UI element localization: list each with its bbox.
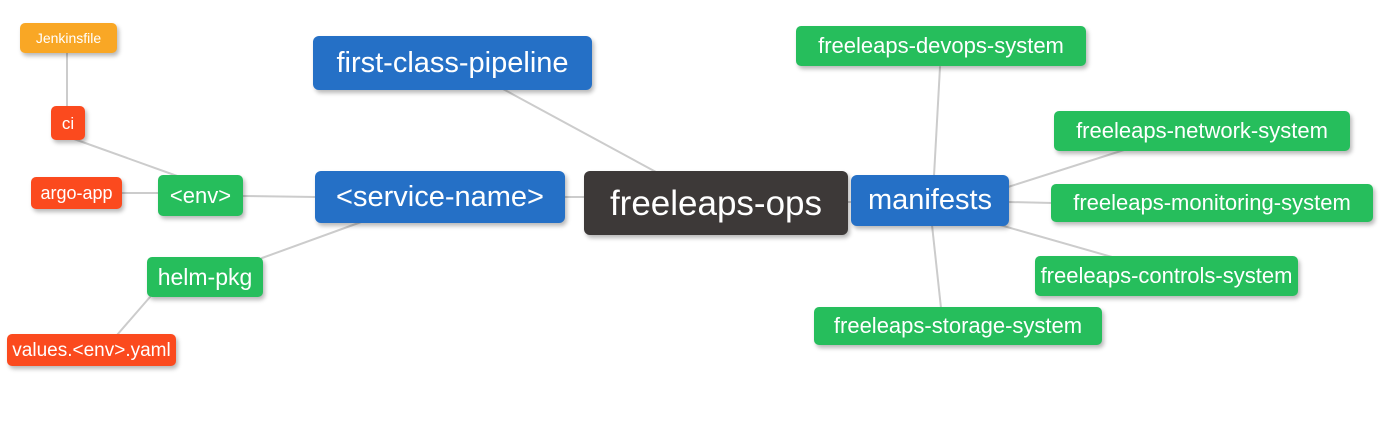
edge-values-helmpkg bbox=[116, 296, 151, 336]
edge-manifests-monitoring bbox=[1007, 201, 1054, 204]
node-env[interactable]: <env> bbox=[158, 175, 243, 216]
edge-manifests-storage bbox=[931, 224, 942, 309]
node-storage-system[interactable]: freeleaps-storage-system bbox=[814, 307, 1102, 345]
node-devops-system[interactable]: freeleaps-devops-system bbox=[796, 26, 1086, 66]
edge-manifests-controls bbox=[999, 224, 1113, 258]
node-freeleaps-ops-root[interactable]: freeleaps-ops bbox=[584, 171, 848, 235]
node-first-class-pipeline[interactable]: first-class-pipeline bbox=[313, 36, 592, 90]
edge-pipeline-root bbox=[502, 88, 657, 173]
node-helm-pkg[interactable]: helm-pkg bbox=[147, 257, 263, 297]
node-ci[interactable]: ci bbox=[51, 106, 85, 140]
node-values-env-yaml[interactable]: values.<env>.yaml bbox=[7, 334, 176, 366]
node-monitoring-system[interactable]: freeleaps-monitoring-system bbox=[1051, 184, 1373, 222]
node-manifests[interactable]: manifests bbox=[851, 175, 1009, 226]
node-service-name[interactable]: <service-name> bbox=[315, 171, 565, 223]
edge-manifests-network bbox=[1007, 149, 1125, 188]
edge-env-servicename bbox=[241, 195, 317, 198]
edge-ci-env bbox=[73, 138, 181, 178]
edge-manifests-devops bbox=[933, 66, 941, 177]
edge-helmpkg-servicename bbox=[261, 220, 365, 259]
node-controls-system[interactable]: freeleaps-controls-system bbox=[1035, 256, 1298, 296]
node-argo-app[interactable]: argo-app bbox=[31, 177, 122, 209]
node-jenkinsfile[interactable]: Jenkinsfile bbox=[20, 23, 117, 53]
node-network-system[interactable]: freeleaps-network-system bbox=[1054, 111, 1350, 151]
